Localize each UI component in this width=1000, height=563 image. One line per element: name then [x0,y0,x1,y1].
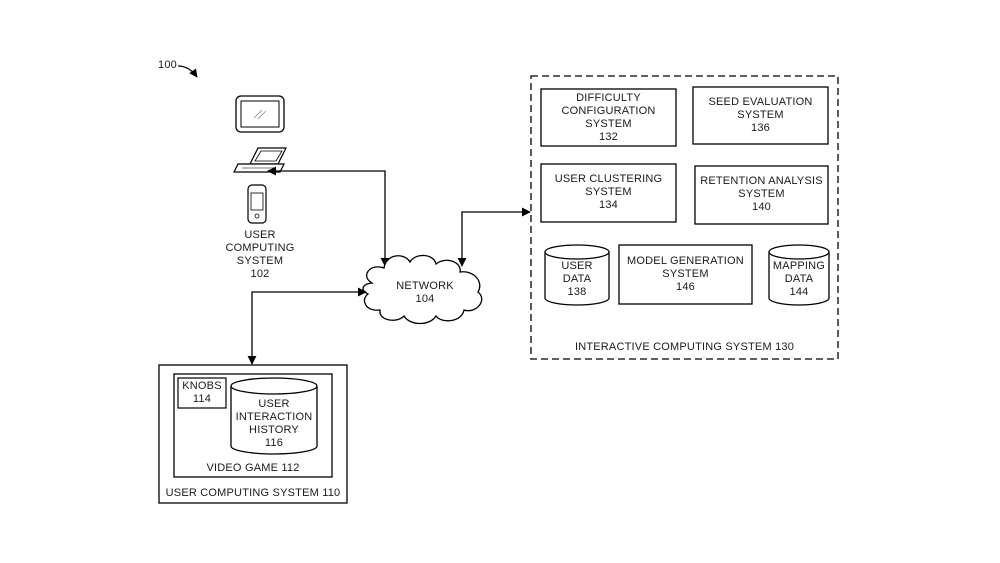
user-data-number: 138 [567,286,587,298]
network-cloud [362,254,483,325]
connector-network-interactive-system [457,207,531,267]
clustering-line1: USER CLUSTERING [554,173,663,185]
retention-line1: RETENTION ANALYSIS [700,175,823,187]
connector-network-user-system-110 [247,287,367,365]
difficulty-line2: CONFIGURATION [561,105,656,117]
interactive-system-label: INTERACTIVE COMPUTING SYSTEM 130 [574,341,795,353]
model-gen-line2: SYSTEM [662,268,709,280]
user-data-label: USER DATA 138 [545,260,609,299]
history-line1: USER [258,398,290,410]
model-gen-box [618,244,753,305]
history-line2: INTERACTION [235,411,313,423]
knobs-number: 114 [192,393,212,405]
user-system-102-line1: USER [244,229,276,241]
mapping-data-line2: DATA [784,273,814,285]
knobs-label: KNOBS 114 [178,380,226,406]
difficulty-box [540,88,677,147]
seed-line1: SEED EVALUATION [708,96,813,108]
user-data-cylinder [544,244,610,306]
clustering-number: 134 [599,199,618,211]
user-system-110-label: USER COMPUTING SYSTEM 110 [165,487,341,499]
user-system-102-line3: SYSTEM [236,255,284,267]
clustering-box [540,163,677,223]
difficulty-number: 132 [599,131,618,143]
knobs-box [177,377,227,409]
retention-number: 140 [752,201,771,213]
laptop-icon [233,147,287,173]
model-gen-label: MODEL GENERATION SYSTEM 146 [619,255,752,294]
interactive-system-frame [530,75,839,360]
clustering-line2: SYSTEM [585,186,632,198]
seed-number: 136 [751,122,770,134]
retention-label: RETENTION ANALYSIS SYSTEM 140 [695,175,828,214]
difficulty-line1: DIFFICULTY [576,92,641,104]
user-system-102-number: 102 [250,268,270,280]
mapping-data-cylinder [768,244,830,306]
user-data-line2: DATA [562,273,592,285]
model-gen-line1: MODEL GENERATION [627,255,744,267]
user-system-102-label: USER COMPUTING SYSTEM 102 [215,229,305,281]
phone-icon [247,184,267,224]
figure-ref: 100 [158,59,177,71]
video-game-label: VIDEO GAME 112 [206,462,300,474]
mapping-data-label: MAPPING DATA 144 [769,260,829,299]
difficulty-label: DIFFICULTY CONFIGURATION SYSTEM 132 [541,92,676,144]
connector-user-system-network [267,166,390,267]
network-label: NETWORK 104 [385,280,465,306]
seed-line2: SYSTEM [737,109,784,121]
history-label: USER INTERACTION HISTORY 116 [231,398,317,450]
model-gen-number: 146 [676,281,695,293]
seed-label: SEED EVALUATION SYSTEM 136 [693,96,828,135]
seed-box [692,86,829,145]
mapping-data-number: 144 [789,286,809,298]
history-line3: HISTORY [249,424,299,436]
retention-box [694,165,829,225]
tablet-icon [235,95,285,133]
difficulty-line3: SYSTEM [585,118,632,130]
mapping-data-line1: MAPPING [772,260,826,272]
knobs-line1: KNOBS [182,380,222,392]
network-number: 104 [415,293,435,305]
history-cylinder [230,377,318,455]
user-data-line1: USER [561,260,593,272]
figure-ref-arrow [177,65,198,78]
history-number: 116 [264,437,284,449]
clustering-label: USER CLUSTERING SYSTEM 134 [541,173,676,212]
retention-line2: SYSTEM [738,188,785,200]
network-line1: NETWORK [396,280,454,292]
user-system-102-line2: COMPUTING [225,242,295,254]
